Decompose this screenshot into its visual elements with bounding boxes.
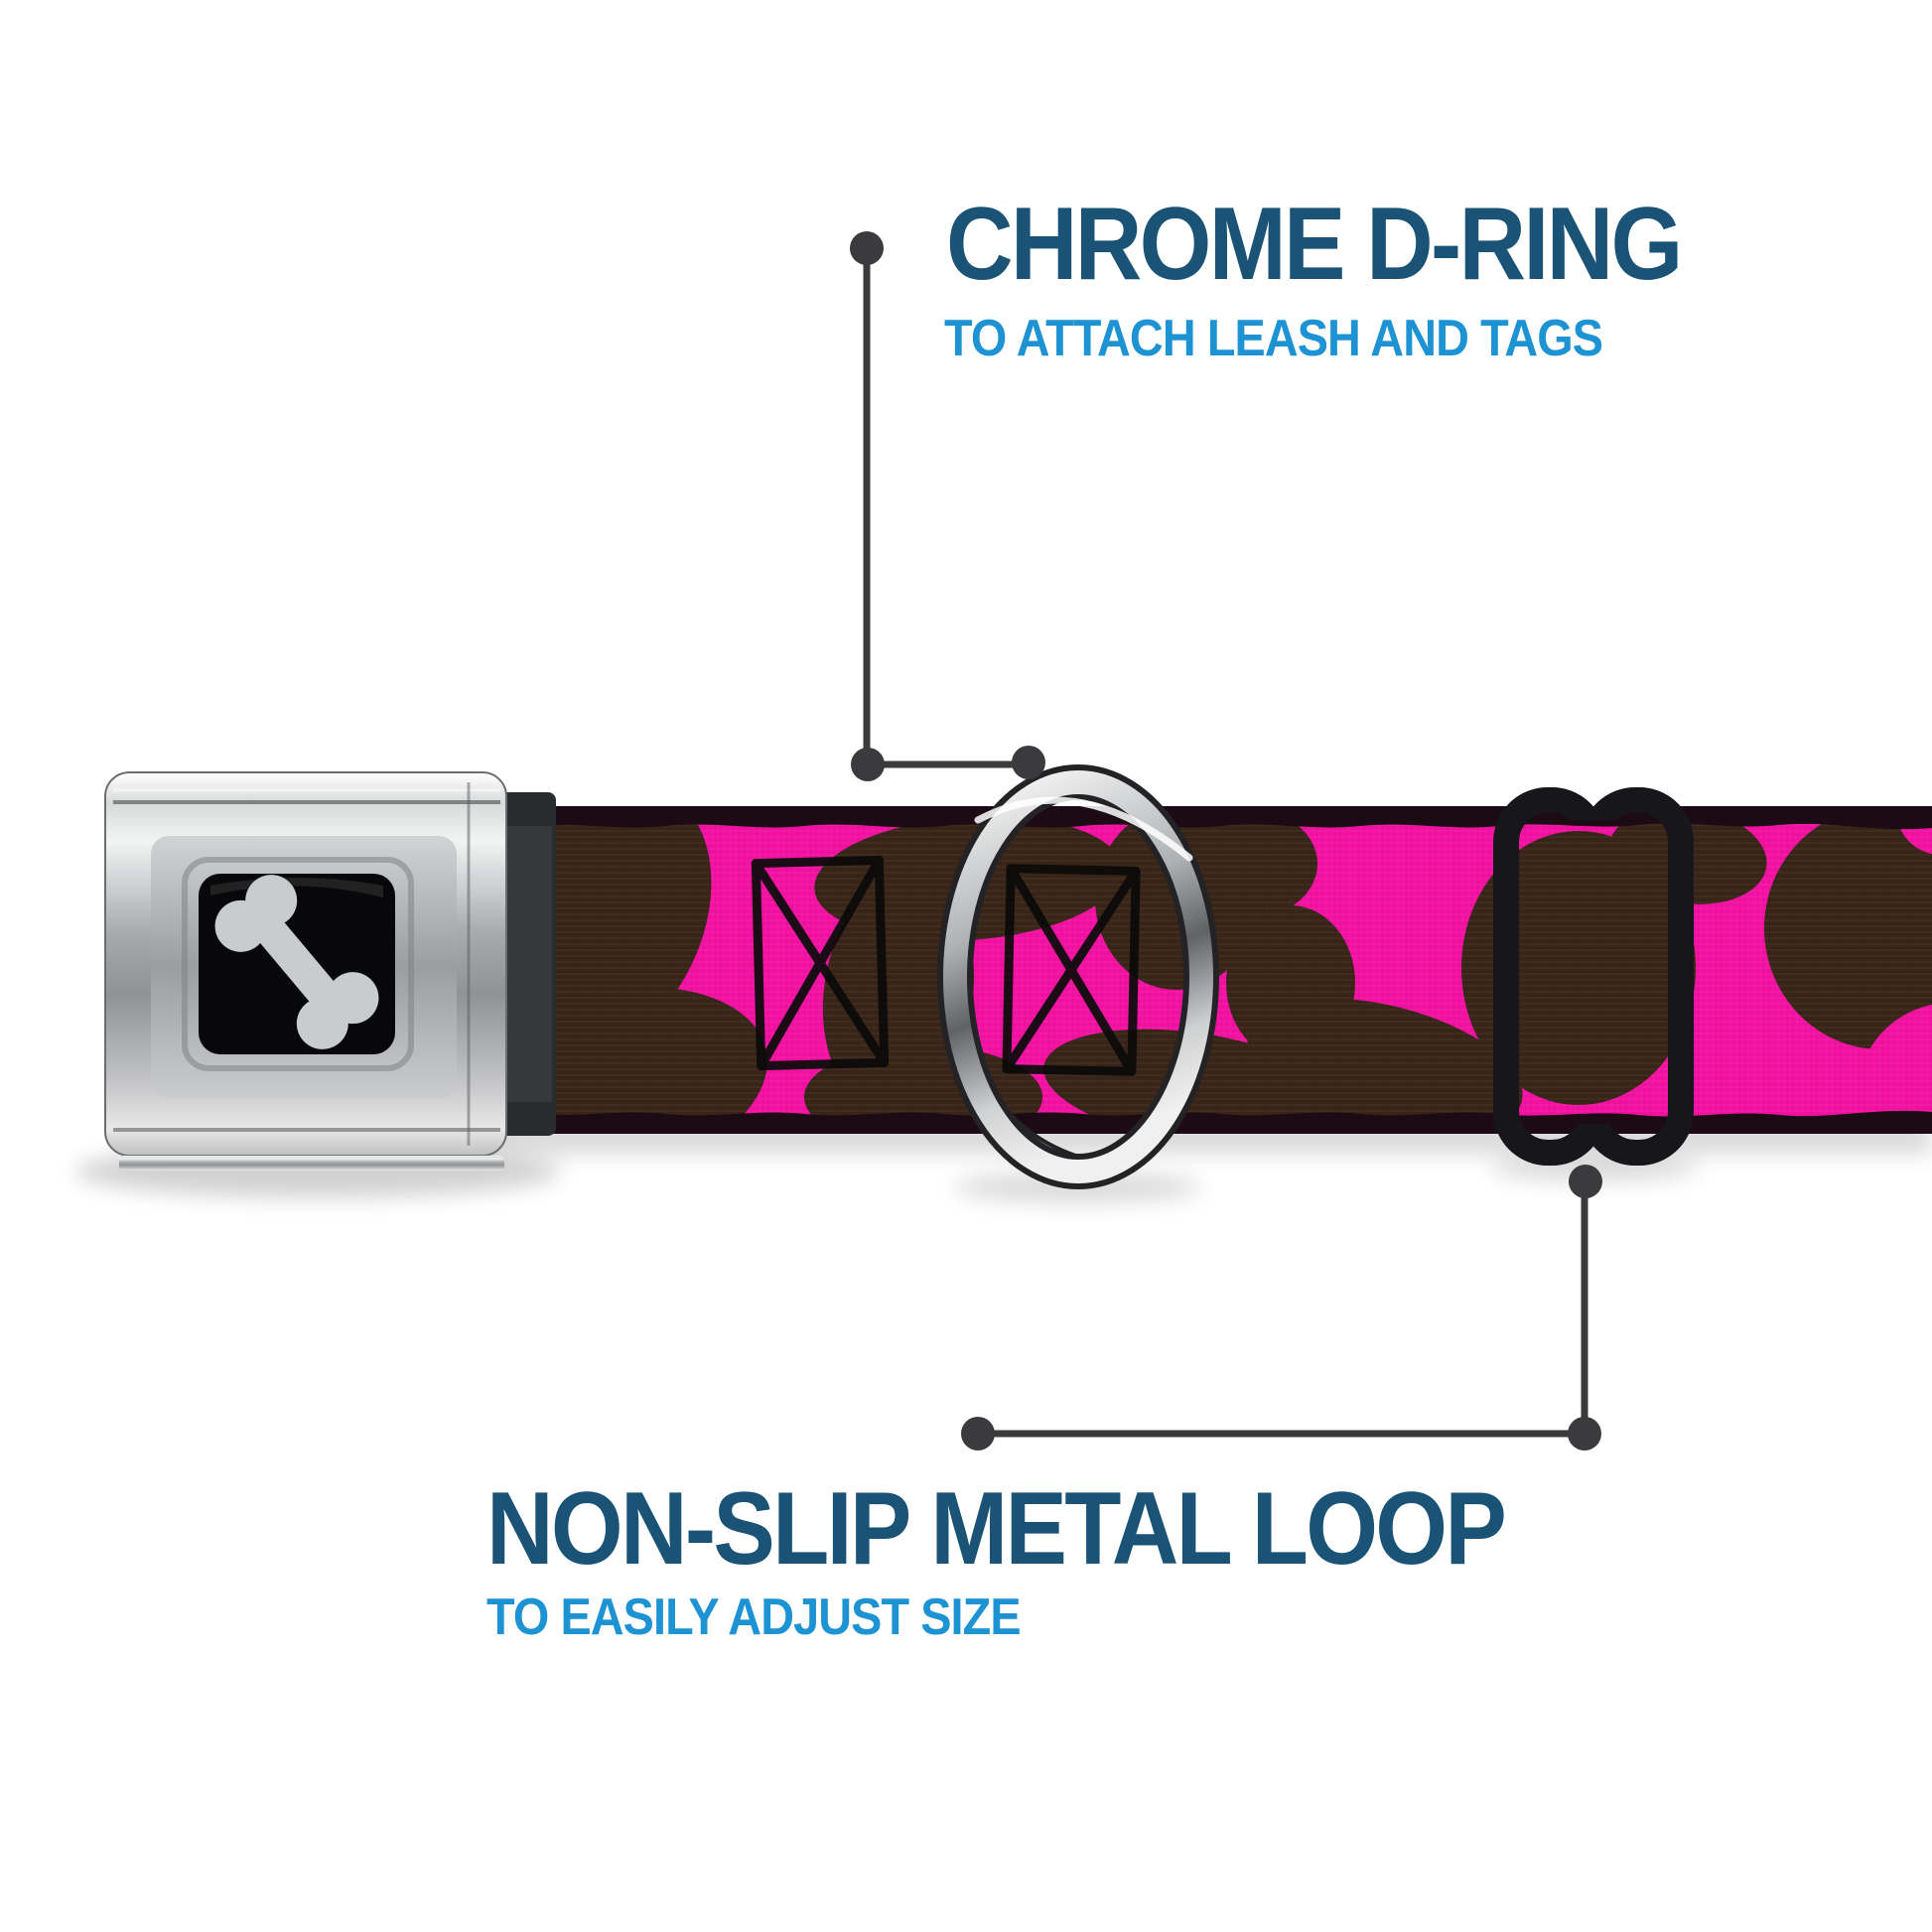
stitch-box: [751, 855, 890, 1071]
seatbelt-buckle: [104, 771, 556, 1172]
connector-dot: [961, 1417, 995, 1450]
top-callout-title: CHROME D-RING: [946, 187, 1683, 302]
dog-bone-icon: [214, 875, 379, 1049]
callout-connector-bottom: [961, 1165, 1602, 1450]
bottom-callout-title: NON-SLIP METAL LOOP: [486, 1471, 1507, 1587]
stitch-box: [1002, 864, 1141, 1076]
connector-dot: [1012, 746, 1045, 779]
connector-dot: [851, 748, 885, 781]
top-callout-subtitle: TO ATTACH LEASH AND TAGS: [944, 310, 1603, 367]
connector-dot: [1569, 1165, 1602, 1198]
connector-dot: [850, 231, 884, 265]
giraffe-spots: [518, 806, 1932, 1134]
webbing-strap: [518, 806, 1932, 1134]
connector-dot: [1568, 1417, 1601, 1450]
bottom-callout-subtitle: TO EASILY ADJUST SIZE: [486, 1588, 1022, 1646]
callout-connector-top: [850, 231, 1045, 781]
chrome-d-ring: [937, 764, 1219, 1189]
